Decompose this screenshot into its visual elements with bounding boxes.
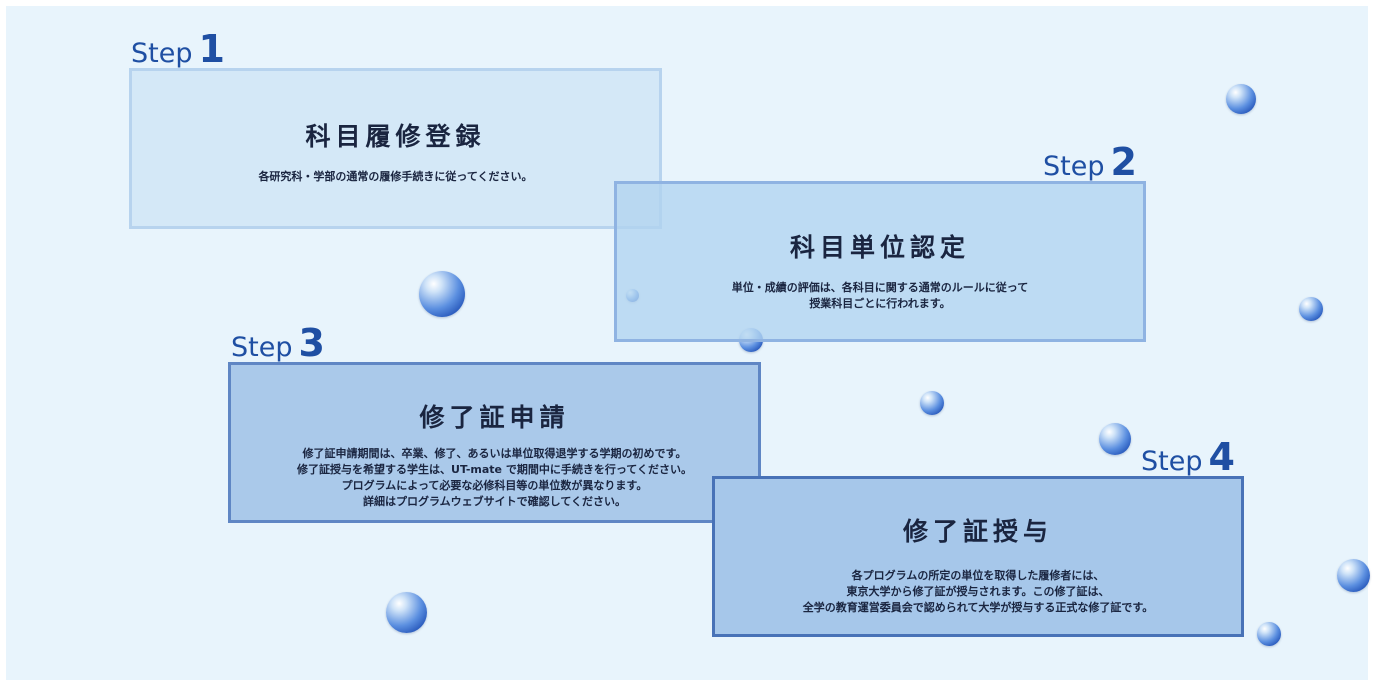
bubble-decoration <box>1299 297 1323 321</box>
bubble-decoration <box>386 592 427 633</box>
step-word: Step <box>131 38 193 69</box>
step-number: 3 <box>298 321 325 365</box>
step-4-description: 各プログラムの所定の単位を取得した履修者には、 東京大学から修了証が授与されます… <box>715 568 1241 616</box>
bubble-decoration <box>1099 423 1131 455</box>
step-number: 2 <box>1110 140 1137 184</box>
description-line: 各プログラムの所定の単位を取得した履修者には、 <box>851 569 1105 582</box>
bubble-decoration <box>419 271 465 317</box>
step-number: 4 <box>1208 435 1235 479</box>
description-line: プログラムによって必要な必修科目等の単位数が異なります。 <box>341 479 648 492</box>
description-line: 単位・成績の評価は、各科目に関する通常のルールに従って <box>731 281 1029 294</box>
description-line: 修了証申請期間は、卒業、修了、あるいは単位取得退学する学期の初めです。 <box>302 447 687 460</box>
description-line: 全学の教育運営委員会で認められて大学が授与する正式な修了証です。 <box>802 601 1154 614</box>
bubble-decoration <box>1337 559 1370 592</box>
description-line: 各研究科・学部の通常の履修手続きに従ってください。 <box>258 170 533 183</box>
step-3-title: 修了証申請 <box>419 403 570 432</box>
bubble-decoration <box>1226 84 1256 114</box>
step-word: Step <box>1141 446 1203 477</box>
step-2-card: 科目単位認定 単位・成績の評価は、各科目に関する通常のルールに従って 授業科目ご… <box>614 181 1146 342</box>
step-3-description: 修了証申請期間は、卒業、修了、あるいは単位取得退学する学期の初めです。 修了証授… <box>231 446 758 510</box>
step-number: 1 <box>198 27 225 71</box>
step-word: Step <box>231 332 293 363</box>
step-4-title: 修了証授与 <box>902 517 1053 546</box>
bubble-decoration <box>920 391 944 415</box>
step-2-description: 単位・成績の評価は、各科目に関する通常のルールに従って 授業科目ごとに行われます… <box>617 280 1143 312</box>
step-4-card: 修了証授与 各プログラムの所定の単位を取得した履修者には、 東京大学から修了証が… <box>712 476 1244 637</box>
description-line: 詳細はプログラムウェブサイトで確認してください。 <box>362 495 626 508</box>
description-line: 東京大学から修了証が授与されます。この修了証は、 <box>846 585 1110 598</box>
step-1-card: 科目履修登録 各研究科・学部の通常の履修手続きに従ってください。 <box>129 68 662 229</box>
step-2-title: 科目単位認定 <box>789 233 970 262</box>
step-3-card: 修了証申請 修了証申請期間は、卒業、修了、あるいは単位取得退学する学期の初めです… <box>228 362 761 523</box>
description-line: 授業科目ごとに行われます。 <box>809 297 951 310</box>
description-line: 修了証授与を希望する学生は、UT-mate で期間中に手続きを行ってください。 <box>297 463 692 476</box>
step-1-title: 科目履修登録 <box>305 122 486 151</box>
step-1-description: 各研究科・学部の通常の履修手続きに従ってください。 <box>132 169 659 185</box>
step-word: Step <box>1043 151 1105 182</box>
bubble-decoration <box>1257 622 1281 646</box>
